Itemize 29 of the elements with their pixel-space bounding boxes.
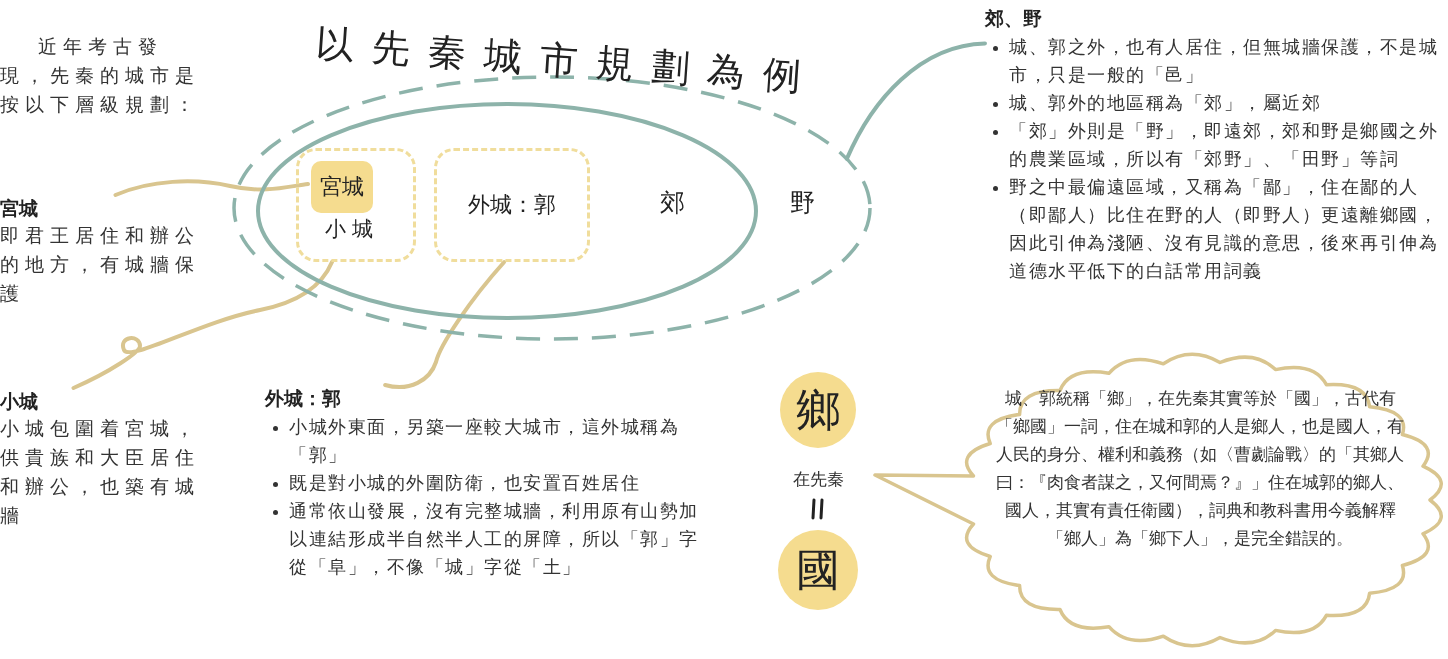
heading: 外城：郭 — [265, 386, 342, 411]
character-circle: 國 — [778, 530, 858, 610]
note-text: 在先秦 — [793, 468, 844, 491]
leader-line — [113, 179, 310, 197]
box-label: 小城 — [325, 216, 379, 243]
bullet-item: 既是對小城的外圍防衛，也安置百姓居住 — [265, 469, 710, 497]
region-label: 野 — [790, 187, 815, 219]
leader-line — [71, 260, 334, 390]
title: 以先秦城市規劃為例 — [314, 20, 821, 103]
highlighted-box: 宮城 — [311, 161, 373, 213]
leader-line — [844, 41, 987, 161]
bullet-item: 小城外東面，另築一座較大城市，這外城稱為「郭」 — [265, 413, 710, 469]
intro-text: 近年考古發現，先秦的城市是按以下層級規劃： — [0, 34, 201, 117]
heading: 郊、野 — [985, 6, 1043, 31]
bullet-item: 城、郭之外，也有人居住，但無城牆保護，不是城市，只是一般的「邑」 — [985, 33, 1448, 89]
region-label: 郊 — [660, 187, 685, 219]
heading: 小城 — [0, 389, 39, 414]
bullet-item: 城、郭外的地區稱為「郊」，屬近郊 — [985, 89, 1448, 117]
heading: 宮城 — [0, 196, 39, 221]
bullet-item: 野之中最偏遠區域，又稱為「鄙」，住在鄙的人（即鄙人）比住在野的人（即野人）更遠離鄉國，因此引伸為淺陋、沒有見識的意思，後來再引伸為道德水平低下的白話常用詞義 — [985, 173, 1448, 285]
bubble-text: 城、郭統稱「鄉」，在先秦其實等於「國」，古代有「鄉國」一詞，住在城和郭的人是鄉人，也是國人，有人民的身分、權利和義務（如〈曹劌論戰〉的「其鄉人曰：『肉食者謀之，又何間焉？』」住在城郭的鄉人、國人，其實有責任衛國），詞典和教科書用今義解釋「鄉人」為「鄉下人」，是完全錯誤的。 — [995, 387, 1405, 550]
description-text: 即君王居住和辦公的地方，有城牆保護 — [0, 223, 201, 306]
bullet-item: 通常依山發展，沒有完整城牆，利用原有山勢加以連結形成半自然半人工的屏障，所以「郭」字從「阜」，不像「城」字從「土」 — [265, 497, 710, 581]
description-text: 小城包圍着宮城，供貴族和大臣居住和辦公，也築有城牆 — [0, 416, 201, 528]
bullet-item: 「郊」外則是「野」，即遠郊，郊和野是鄉國之外的農業區域，所以有「郊野」、「田野」等詞 — [985, 117, 1448, 173]
leader-line — [383, 260, 507, 389]
dashed-box: 外城：郭 — [434, 148, 590, 262]
character-circle: 鄉 — [780, 372, 856, 448]
dashed-box — [296, 148, 416, 262]
